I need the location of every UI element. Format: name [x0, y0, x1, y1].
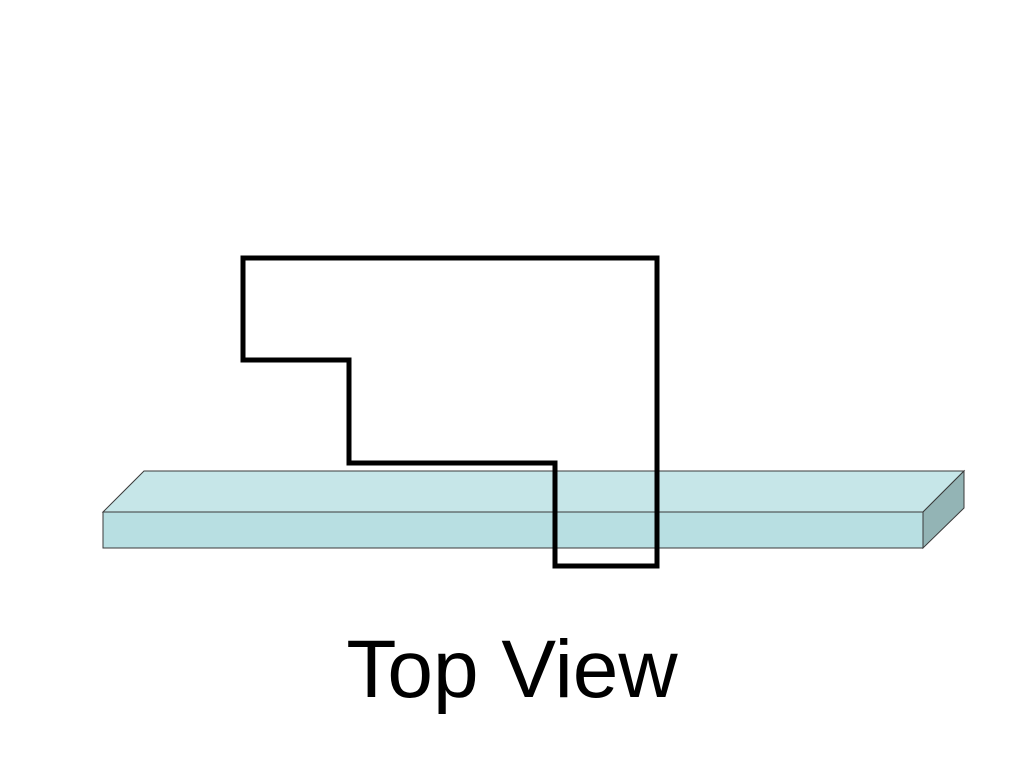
slab-top-face — [101, 470, 966, 513]
slab-3d — [101, 469, 966, 550]
caption-title: Top View — [346, 624, 678, 715]
piece-outline — [240, 255, 660, 569]
slab-front-face — [102, 511, 924, 549]
